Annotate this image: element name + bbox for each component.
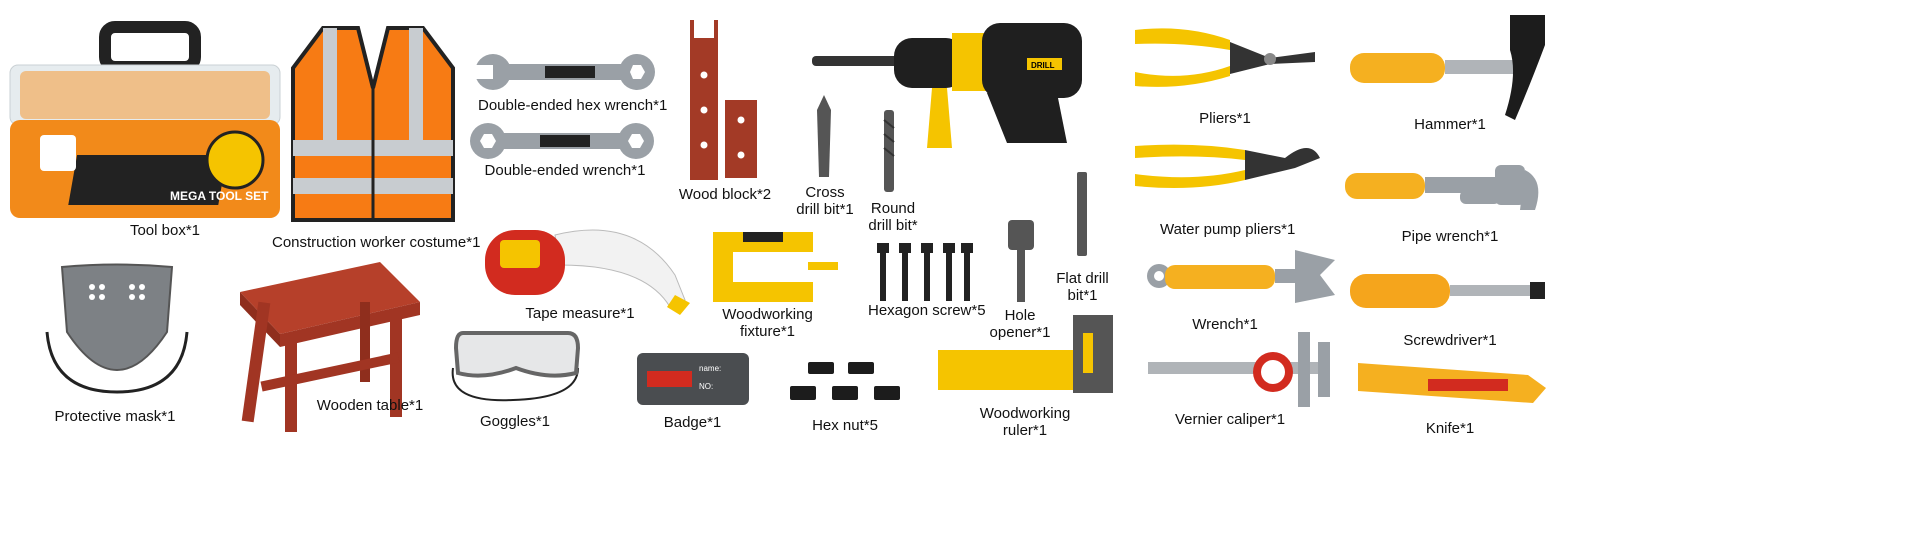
- hole-opener-illustration: [1008, 220, 1034, 302]
- hex-screw-illustration: [877, 243, 973, 301]
- round-bit-image: [882, 110, 896, 192]
- label-caliper: Vernier caliper*1: [1174, 411, 1286, 428]
- toolbox-image: MEGA TOOL SET: [9, 21, 281, 220]
- label-mask: Protective mask*1: [54, 408, 176, 425]
- label-double-wrench: Double-ended wrench*1: [484, 162, 646, 179]
- label-pipe-wrench: Pipe wrench*1: [1401, 228, 1499, 245]
- label-round-bit: Round drill bit*: [848, 200, 938, 234]
- hex-wrench-illustration: [475, 54, 655, 90]
- screwdriver-illustration: [1350, 274, 1545, 308]
- wrench-illustration: [1147, 250, 1335, 303]
- knife-illustration: [1358, 363, 1546, 403]
- label-vest: Construction worker costume*1: [272, 234, 481, 251]
- hole-opener-image: [1008, 220, 1034, 302]
- goggles-illustration: [451, 331, 581, 402]
- hammer-illustration: [1350, 15, 1545, 120]
- hex-nut-illustration: [790, 362, 900, 400]
- label-toolbox: Tool box*1: [129, 222, 201, 239]
- label-round-bit-line2: drill bit*: [868, 217, 918, 234]
- table-image: [230, 262, 420, 432]
- pliers-illustration: [1135, 28, 1315, 87]
- label-wrench: Wrench*1: [1192, 316, 1258, 333]
- label-hex-screw: Hexagon screw*5: [868, 302, 986, 319]
- label-flat-bit: Flat drill bit*1: [1040, 270, 1125, 304]
- mask-illustration: [45, 263, 189, 394]
- label-hole-opener-line1: Hole: [1004, 307, 1036, 324]
- badge-image: name: NO:: [637, 353, 749, 405]
- label-screwdriver: Screwdriver*1: [1403, 332, 1497, 349]
- double-wrench-illustration: [470, 123, 654, 159]
- label-cross-bit: Cross drill bit*1: [780, 184, 870, 218]
- label-flat-bit-line2: bit*1: [1067, 287, 1098, 304]
- pipe-wrench-image: [1345, 165, 1545, 217]
- label-flat-bit-line1: Flat drill: [1056, 270, 1109, 287]
- wood-block-illustration: [690, 20, 757, 180]
- hex-wrench-image: [475, 52, 655, 92]
- pliers-image: [1135, 22, 1315, 94]
- flat-bit-illustration: [1077, 172, 1087, 256]
- label-tape: Tape measure*1: [525, 305, 635, 322]
- drill-image: DRILL: [812, 18, 1087, 153]
- vest-illustration: [291, 26, 455, 222]
- wood-block-image: [690, 20, 760, 180]
- caliper-illustration: [1148, 332, 1330, 407]
- label-cross-bit-line2: drill bit*1: [796, 201, 854, 218]
- label-hammer: Hammer*1: [1414, 116, 1486, 133]
- mask-image: [42, 262, 192, 394]
- label-fixture-line1: Woodworking: [722, 306, 813, 323]
- water-pump-image: [1135, 138, 1320, 193]
- badge-name-text: name:: [699, 364, 721, 373]
- hex-screw-image: [875, 243, 975, 301]
- label-fixture: Woodworking fixture*1: [705, 306, 830, 340]
- ruler-image: [938, 315, 1113, 395]
- caliper-image: [1148, 332, 1333, 407]
- label-round-bit-line1: Round: [870, 200, 916, 217]
- round-bit-illustration: [883, 110, 895, 192]
- knife-image: [1358, 363, 1546, 403]
- wrench-image: [1145, 245, 1335, 307]
- table-illustration: [240, 262, 420, 432]
- label-ruler: Woodworking ruler*1: [975, 405, 1075, 439]
- drill-brand-text: DRILL: [1031, 61, 1055, 70]
- badge-no-text: NO:: [699, 382, 713, 391]
- label-pliers: Pliers*1: [1199, 110, 1251, 127]
- label-water-pump: Water pump pliers*1: [1160, 221, 1296, 238]
- badge-illustration: name: NO:: [637, 353, 749, 405]
- cross-bit-illustration: [817, 95, 831, 177]
- flat-bit-image: [1075, 172, 1089, 256]
- water-pump-illustration: [1135, 144, 1320, 188]
- label-knife: Knife*1: [1425, 420, 1475, 437]
- screwdriver-image: [1350, 272, 1545, 310]
- hammer-image: [1350, 15, 1545, 120]
- toolbox-illustration: MEGA TOOL SET: [9, 21, 281, 218]
- hex-nut-image: [790, 362, 902, 407]
- label-wood-block: Wood block*2: [678, 186, 772, 203]
- tape-measure-image: [485, 215, 695, 315]
- fixture-image: [703, 222, 838, 307]
- cross-bit-image: [817, 95, 831, 177]
- pipe-wrench-illustration: [1345, 165, 1539, 210]
- label-hex-nut: Hex nut*5: [812, 417, 878, 434]
- label-goggles: Goggles*1: [479, 413, 551, 430]
- goggles-image: [448, 328, 583, 403]
- label-hex-wrench: Double-ended hex wrench*1: [478, 97, 668, 114]
- ruler-illustration: [938, 315, 1113, 393]
- label-hole-opener-line2: opener*1: [989, 324, 1051, 341]
- label-ruler-line1: Woodworking: [979, 405, 1071, 422]
- label-cross-bit-line1: Cross: [805, 184, 845, 201]
- label-badge: Badge*1: [663, 414, 722, 431]
- drill-illustration: DRILL: [812, 23, 1082, 148]
- fixture-illustration: [713, 232, 838, 302]
- vest-image: [288, 26, 458, 222]
- label-ruler-line2: ruler*1: [1002, 422, 1048, 439]
- label-hole-opener: Hole opener*1: [980, 307, 1060, 341]
- label-fixture-line2: fixture*1: [739, 323, 796, 340]
- double-wrench-image: [470, 122, 655, 160]
- toolbox-brand-text: MEGA TOOL SET: [170, 189, 269, 203]
- tape-measure-illustration: [485, 229, 690, 315]
- label-table: Wooden table*1: [316, 397, 424, 414]
